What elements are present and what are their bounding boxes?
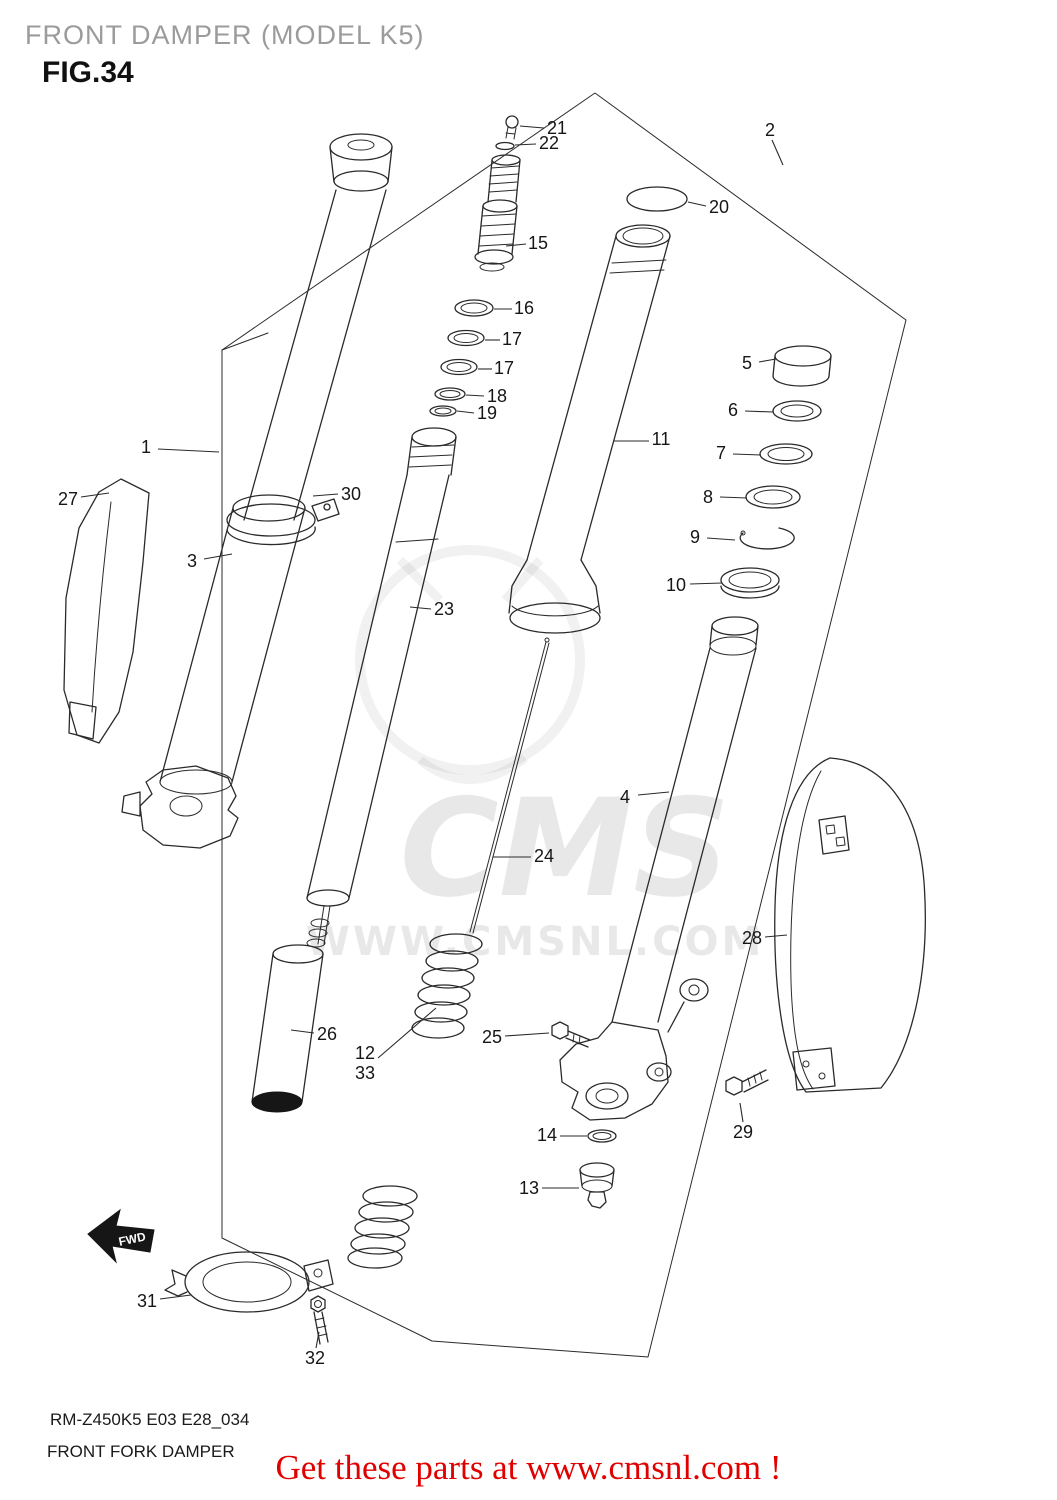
guide-clamp [164, 1251, 334, 1313]
part-callout-17: 17 [494, 358, 514, 378]
leader-line-18 [465, 394, 485, 397]
clamp-bolt [310, 1295, 329, 1345]
leader-line-1 [157, 448, 220, 453]
fwd-arrow-label: FWD [117, 1229, 147, 1248]
leader-line-4 [637, 791, 670, 796]
watermark: CMS WWW.CMSNL.COM [306, 545, 765, 965]
cmsnl-promo-link[interactable]: Get these parts at www.cmsnl.com ! [275, 1448, 782, 1487]
callout-layer: 1234567891011121314151617171819202122232… [58, 118, 788, 1368]
part-callout-7: 7 [716, 443, 726, 463]
part-callout-6: 6 [728, 400, 738, 420]
leader-line-15 [505, 243, 527, 247]
part-callout-17: 17 [502, 329, 522, 349]
damper-cylinder [251, 427, 457, 1113]
leader-line-8 [719, 496, 748, 499]
leader-line-5 [758, 358, 777, 363]
leader-line-32 [315, 1331, 320, 1349]
part-callout-22: 22 [539, 133, 559, 153]
part-callout-3: 3 [187, 551, 197, 571]
damper-lower-tube [251, 944, 324, 1113]
fork-spring [347, 933, 483, 1269]
part-callout-33: 33 [355, 1063, 375, 1083]
figure-number: FIG.34 [42, 56, 134, 89]
leader-line-27 [80, 492, 110, 498]
leader-line-2 [771, 139, 784, 166]
part-callout-11: 11 [652, 429, 671, 449]
fork-guard-clamp [226, 498, 340, 546]
leader-line-6 [744, 410, 774, 413]
left-fork-leg [121, 133, 393, 849]
leader-line-22 [514, 143, 537, 146]
part-callout-5: 5 [742, 353, 752, 373]
assembly-boundary-box [221, 92, 907, 1358]
part-callout-1: 1 [141, 437, 151, 457]
leader-line-23 [409, 606, 432, 610]
diagram-name: FRONT FORK DAMPER [47, 1442, 235, 1461]
part-callout-14: 14 [537, 1125, 557, 1145]
part-callout-31: 31 [137, 1291, 157, 1311]
fwd-arrow: FWD [87, 1208, 155, 1264]
watermark-brand: CMS [400, 770, 731, 927]
part-callout-28: 28 [742, 928, 762, 948]
model-code: RM-Z450K5 E03 E28_034 [50, 1410, 250, 1429]
part-callout-15: 15 [528, 233, 548, 253]
leader-line-12 [377, 1007, 437, 1059]
leader-line-20 [687, 201, 707, 207]
part-callout-13: 13 [519, 1178, 539, 1198]
part-callout-8: 8 [703, 487, 713, 507]
part-callout-24: 24 [534, 846, 554, 866]
part-callout-21: 21 [547, 118, 567, 138]
leader-line-10 [689, 582, 723, 585]
part-callout-20: 20 [709, 197, 729, 217]
leader-line-3 [203, 553, 233, 560]
part-callout-32: 32 [305, 1348, 325, 1368]
leader-line-19 [456, 410, 475, 414]
leader-line-9 [706, 537, 736, 541]
fork-protector-left [63, 478, 150, 744]
part-callout-10: 10 [666, 575, 686, 595]
part-callout-25: 25 [482, 1027, 502, 1047]
page-title: FRONT DAMPER (MODEL K5) [25, 20, 425, 50]
fork-protector-right [774, 757, 926, 1093]
leader-line-25 [504, 1032, 550, 1037]
leader-line-30 [312, 493, 339, 497]
part-callout-29: 29 [733, 1122, 753, 1142]
part-callout-19: 19 [477, 403, 497, 423]
push-rod [469, 637, 550, 934]
part-callout-9: 9 [690, 527, 700, 547]
base-plug [579, 1162, 615, 1209]
part-callout-30: 30 [341, 484, 361, 504]
part-callout-27: 27 [58, 489, 78, 509]
leader-line-21 [519, 125, 545, 129]
leader-line-7 [732, 453, 762, 456]
leader-line-28 [764, 934, 788, 938]
bushing-seal-column [720, 345, 832, 599]
leader-line-29 [739, 1102, 744, 1123]
part-callout-12: 12 [355, 1043, 375, 1063]
adjuster-parts-column [429, 115, 521, 417]
caliper-bolt [551, 1021, 591, 1048]
o-ring [587, 1129, 617, 1143]
part-callout-2: 2 [765, 120, 775, 140]
protector-bolt [725, 1069, 769, 1096]
part-callout-26: 26 [317, 1024, 337, 1044]
leader-line-26 [290, 1029, 315, 1034]
watermark-url: WWW.CMSNL.COM [306, 919, 765, 965]
part-callout-16: 16 [514, 298, 534, 318]
outer-tube [508, 186, 688, 634]
inner-tube [551, 616, 759, 1209]
part-callout-23: 23 [434, 599, 454, 619]
part-callout-4: 4 [620, 787, 630, 807]
leader-line-31 [159, 1294, 192, 1300]
part-callout-18: 18 [487, 386, 507, 406]
